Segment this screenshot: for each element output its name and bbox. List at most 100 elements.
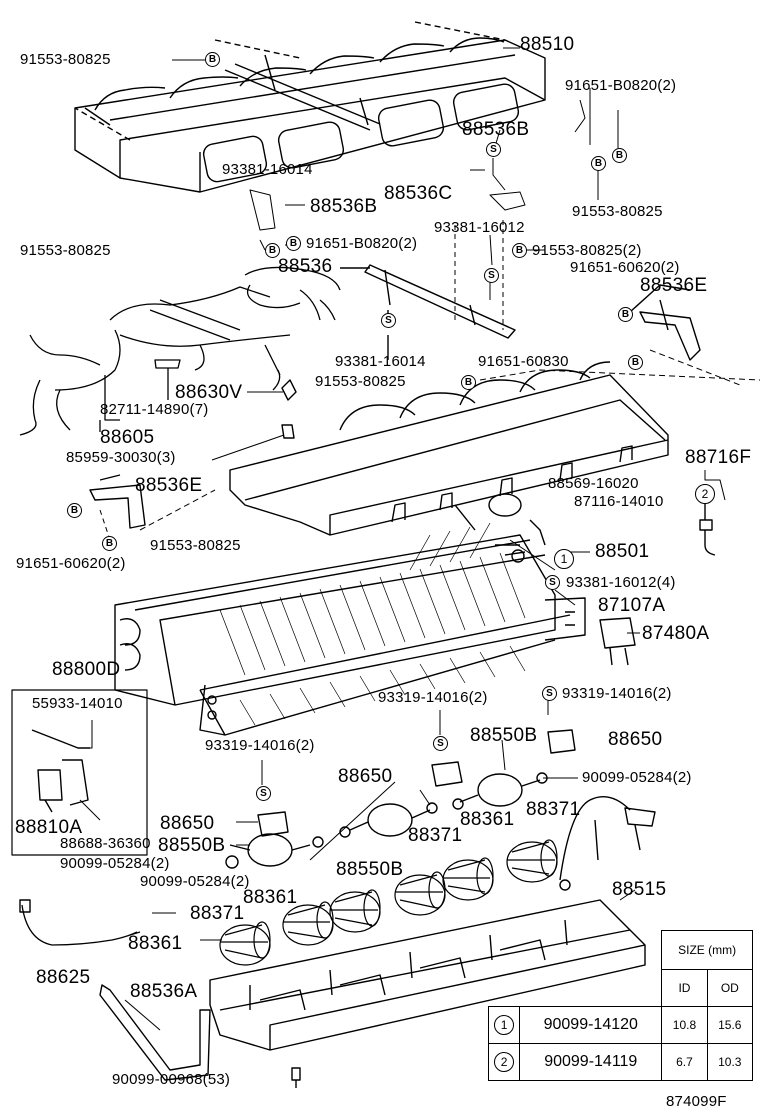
lower-duct-cover-88501 (229, 361, 669, 536)
size-row-od: 10.3 (706, 1043, 754, 1081)
size-row-id: 6.7 (661, 1043, 708, 1081)
symbol-s: S (433, 736, 448, 751)
relay-87480a (599, 617, 636, 649)
circled-number-1: 1 (554, 549, 574, 569)
symbol-s: S (381, 313, 396, 328)
label-88371: 88371 (190, 903, 245, 924)
label-88536a: 88536A (130, 981, 198, 1002)
symbol-s: S (542, 686, 557, 701)
label-88625: 88625 (36, 967, 91, 988)
circled-number-2: 2 (695, 484, 715, 504)
blower-fan (506, 839, 558, 883)
label-88536e: 88536E (135, 475, 203, 496)
label-88650: 88650 (160, 813, 215, 834)
size-table-header: SIZE (mm) (661, 930, 753, 970)
label-88550b: 88550B (158, 835, 226, 856)
screw (291, 1067, 301, 1088)
resistor-88650-b (431, 761, 463, 787)
symbol-b: B (102, 536, 117, 551)
inset-box (11, 689, 148, 856)
symbol-b: B (205, 52, 220, 67)
label-88550b: 88550B (336, 859, 404, 880)
label-88569-16020: 88569-16020 (548, 475, 639, 492)
symbol-b: B (512, 243, 527, 258)
label-88501: 88501 (595, 541, 650, 562)
circled-number-1: 1 (494, 1015, 515, 1035)
size-row: 2 90099-14119 6.7 10.3 (487, 1043, 754, 1081)
symbol-b: B (67, 503, 82, 518)
label-88361: 88361 (243, 887, 298, 908)
resistor-88650-a (257, 811, 289, 837)
size-table: SIZE (mm) ID OD 1 90099-14120 10.8 15.6 … (487, 930, 754, 1081)
bracket-88536e-right (629, 284, 701, 361)
label-93381-16014: 93381-16014 (222, 161, 313, 178)
size-row: 1 90099-14120 10.8 15.6 (487, 1006, 754, 1044)
size-col-id: ID (661, 969, 708, 1007)
symbol-b: B (612, 148, 627, 163)
wiring-harness-88605 (19, 266, 341, 436)
label-91553-80825: 91553-80825 (20, 242, 111, 259)
label-90099-05284-2: 90099-05284(2) (582, 769, 692, 786)
label-87116-14010: 87116-14010 (574, 493, 664, 510)
symbol-s: S (486, 142, 501, 157)
symbol-b: B (286, 236, 301, 251)
blower-motor-88550b-a (225, 833, 324, 869)
sensor-88515 (559, 796, 656, 891)
label-88650: 88650 (338, 766, 393, 787)
blower-fan (219, 921, 271, 966)
symbol-b: B (591, 156, 606, 171)
size-row-id: 10.8 (661, 1006, 708, 1044)
label-91651-60620-2: 91651-60620(2) (570, 259, 680, 276)
connector-88630v (281, 379, 297, 401)
label-88536e: 88536E (640, 275, 708, 296)
label-88536c: 88536C (384, 183, 453, 204)
expansion-valve-87107a (544, 597, 586, 641)
blower-fan (394, 871, 446, 916)
label-91553-80825: 91553-80825 (572, 203, 663, 220)
upper-duct-88510 (74, 21, 546, 193)
clip-87116 (529, 519, 546, 546)
symbol-s: S (545, 575, 560, 590)
size-row-part: 90099-14120 (519, 1006, 663, 1044)
blower-fan (442, 857, 494, 901)
label-88800d: 88800D (52, 659, 121, 680)
label-93319-14016-2: 93319-14016(2) (378, 689, 488, 706)
blower-motor-88550b-c (452, 772, 548, 810)
bracket-88536e-left (89, 474, 216, 541)
symbol-s: S (256, 786, 271, 801)
symbol-b: B (628, 355, 643, 370)
label-88650: 88650 (608, 729, 663, 750)
label-88630v: 88630V (175, 382, 243, 403)
size-col-od: OD (706, 969, 754, 1007)
label-91553-80825: 91553-80825 (150, 537, 241, 554)
label-93381-16012-4: 93381-16012(4) (566, 574, 676, 591)
label-91651-60830: 91651-60830 (478, 353, 569, 370)
symbol-b: B (618, 307, 633, 322)
label-88688-36360: 88688-36360 (60, 835, 151, 852)
label-87107a: 87107A (598, 595, 666, 616)
label-88605: 88605 (100, 427, 155, 448)
blower-motor-88550b-b (339, 802, 438, 838)
label-88515: 88515 (612, 879, 667, 900)
harness-88625 (21, 904, 138, 946)
circled-number-2: 2 (494, 1052, 515, 1072)
label-82711-14890-7: 82711-14890(7) (100, 401, 209, 418)
clip-85959 (281, 424, 295, 439)
symbol-b: B (461, 375, 476, 390)
label-88536: 88536 (278, 256, 333, 277)
resistor-88650-c (547, 729, 576, 754)
label-88810a: 88810A (15, 817, 83, 838)
size-row-od: 15.6 (706, 1006, 754, 1044)
label-91553-80825-2: 91553-80825(2) (532, 242, 642, 259)
label-88536b: 88536B (310, 196, 378, 217)
leader-lines-bottom (79, 470, 726, 1031)
label-93381-16014: 93381-16014 (335, 353, 426, 370)
label-91651-b0820-2: 91651-B0820(2) (306, 235, 418, 252)
blower-fan (329, 889, 381, 933)
label-91553-80825: 91553-80825 (315, 373, 406, 390)
blower-fans (219, 839, 558, 966)
label-90099-00968-53: 90099-00968(53) (112, 1071, 231, 1088)
label-85959-30030-3: 85959-30030(3) (66, 449, 176, 466)
symbol-b: B (265, 243, 280, 258)
label-87480a: 87480A (642, 623, 710, 644)
